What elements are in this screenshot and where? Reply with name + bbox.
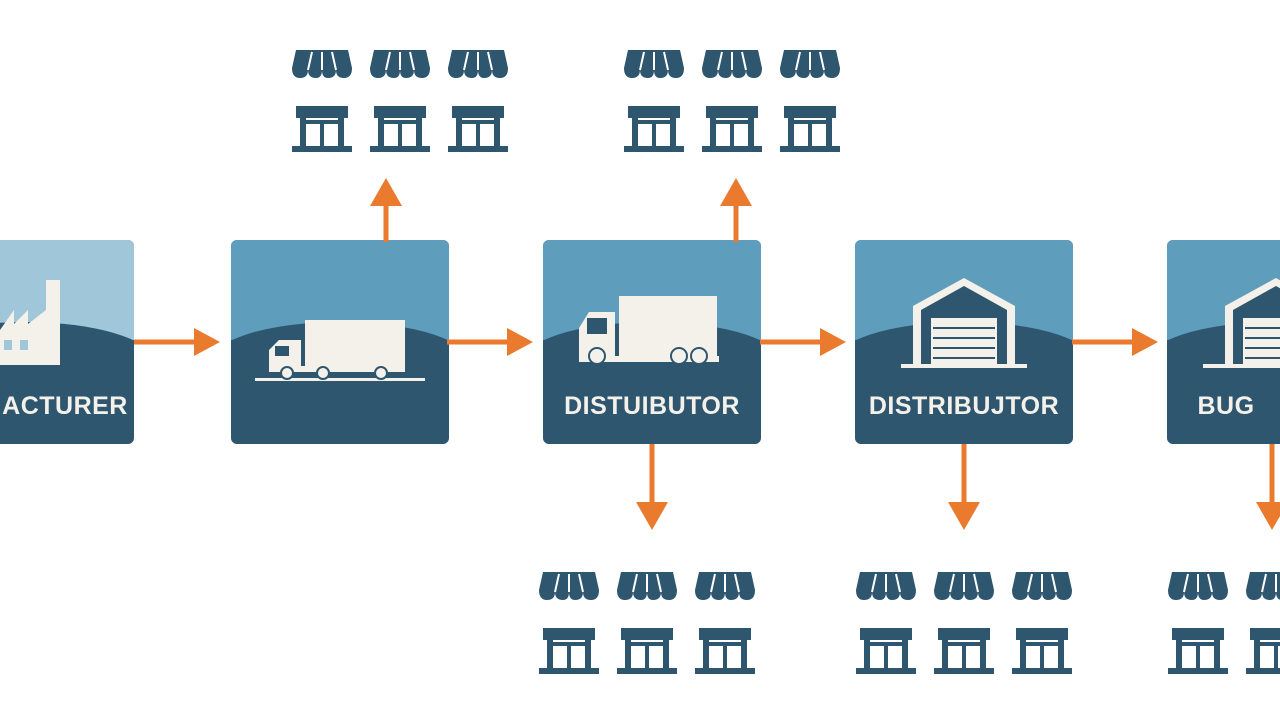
store-awning-icon (446, 44, 510, 89)
arrow-icon (134, 328, 220, 356)
storefront-icon (1010, 624, 1074, 681)
store-awning-icon (778, 44, 842, 89)
node-label: BUG (1197, 392, 1255, 420)
arrow-icon (760, 328, 846, 356)
arrow-icon (447, 328, 533, 356)
storefront-icon (1244, 624, 1280, 681)
warehouse-icon (901, 278, 1027, 368)
store-awning-icon (537, 566, 601, 611)
arrow-icon (1072, 328, 1158, 356)
storefront-icon (778, 102, 842, 159)
manufacturer-node: ACTURER (0, 240, 134, 444)
store-awning-icon (290, 44, 354, 89)
truck-icon (579, 296, 719, 365)
node-label: ACTURER (2, 392, 128, 420)
storefront-icon (700, 102, 764, 159)
store-awning-icon (854, 566, 918, 611)
arrow-icon (1256, 444, 1280, 530)
store-group-bottom-3 (1166, 566, 1280, 682)
node-label: DISTRIBUJTOR (868, 392, 1060, 420)
store-awning-icon (693, 566, 757, 611)
storefront-icon (622, 102, 686, 159)
store-awning-icon (368, 44, 432, 89)
store-awning-icon (1166, 566, 1230, 611)
store-awning-icon (932, 566, 996, 611)
distributor-node-2: DISTRIBUJTOR (855, 240, 1073, 444)
node-ground-line (255, 378, 425, 381)
storefront-icon (537, 624, 601, 681)
arrow-icon (720, 178, 752, 242)
store-group-top-2 (622, 44, 852, 160)
store-awning-icon (700, 44, 764, 89)
storefront-icon (854, 624, 918, 681)
store-awning-icon (615, 566, 679, 611)
node-label: DISTUIBUTOR (564, 392, 740, 420)
factory-icon (0, 280, 60, 365)
store-awning-icon (1244, 566, 1280, 611)
store-group-bottom-2 (854, 566, 1084, 682)
transport-node (231, 240, 449, 444)
storefront-icon (368, 102, 432, 159)
truck-icon (269, 320, 405, 380)
store-awning-icon (1010, 566, 1074, 611)
store-group-bottom-1 (537, 566, 767, 682)
storefront-icon (693, 624, 757, 681)
arrow-icon (636, 444, 668, 530)
store-awning-icon (622, 44, 686, 89)
storefront-icon (932, 624, 996, 681)
storefront-icon (1166, 624, 1230, 681)
arrow-icon (370, 178, 402, 242)
store-group-top-1 (290, 44, 520, 160)
distributor-node-1: DISTUIBUTOR (543, 240, 761, 444)
storefront-icon (615, 624, 679, 681)
arrow-icon (948, 444, 980, 530)
storefront-icon (290, 102, 354, 159)
storefront-icon (446, 102, 510, 159)
warehouse-icon (1203, 278, 1280, 368)
buyer-node: BUG (1167, 240, 1280, 444)
